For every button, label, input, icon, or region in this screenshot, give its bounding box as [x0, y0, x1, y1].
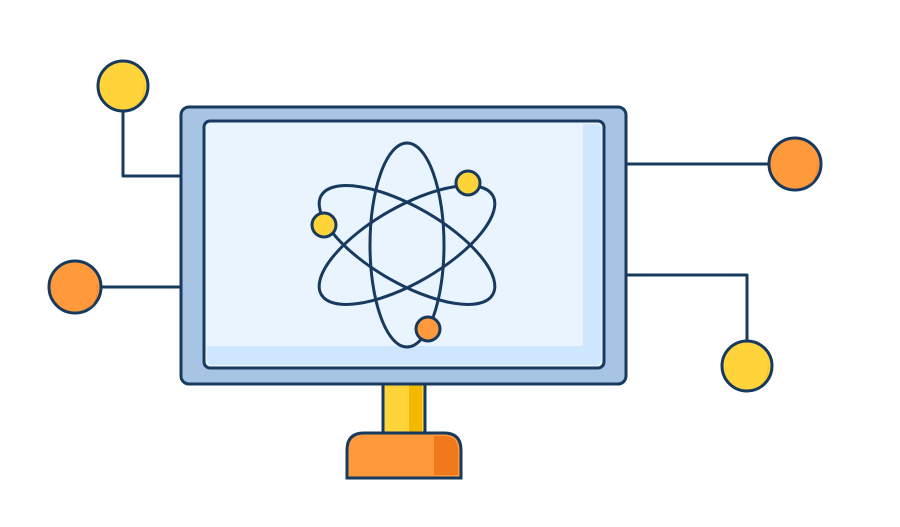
atom-orbit-tilted-a — [317, 184, 497, 306]
node-bottom-right — [720, 339, 774, 393]
atom-electrons — [310, 169, 482, 343]
monitor-screen — [202, 119, 606, 370]
monitor-screen-shadow — [207, 346, 601, 365]
connector-top-left — [121, 109, 185, 178]
circuit-connectors — [99, 109, 770, 342]
network-nodes — [47, 59, 823, 393]
atom-orbit-vertical — [368, 141, 446, 349]
node-top-right — [767, 136, 823, 192]
network-node-icon — [96, 59, 150, 113]
network-node-icon — [767, 136, 823, 192]
atom-orbit-tilted-b — [317, 184, 497, 306]
connector-bottom-right — [623, 273, 749, 342]
electron-orange-bottom — [414, 315, 442, 343]
monitor-stand — [345, 378, 463, 480]
stand-neck-shade — [409, 383, 422, 437]
electron-yellow-right — [454, 169, 482, 197]
monitor-screen-shadow-right — [583, 124, 601, 346]
node-middle-left — [47, 259, 103, 315]
node-top-left — [96, 59, 150, 113]
stand-base — [345, 431, 463, 480]
monitor-icon — [179, 105, 628, 386]
network-node-icon — [47, 259, 103, 315]
stand-base-shade — [434, 436, 458, 475]
network-node-icon — [720, 339, 774, 393]
electron-yellow-left — [310, 211, 338, 239]
atom-icon — [317, 141, 497, 349]
